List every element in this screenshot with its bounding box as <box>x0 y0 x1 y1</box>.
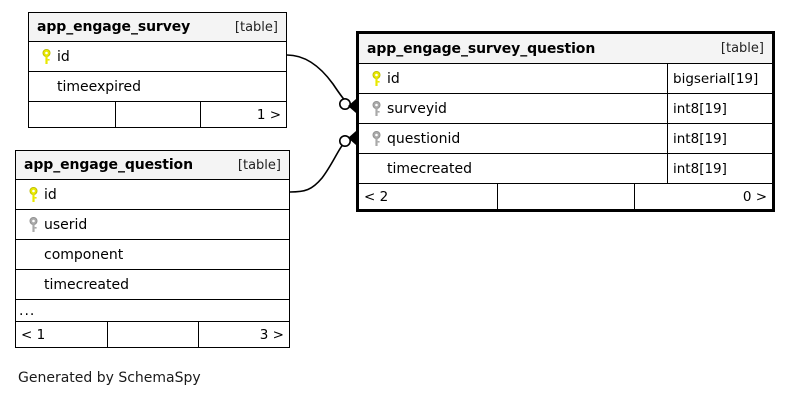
ellipsis-label: ... <box>19 302 36 319</box>
entity-footer: < 2 0 > <box>359 184 772 209</box>
relationship-survey-to-surveyid <box>286 54 358 113</box>
footer-middle <box>107 322 198 347</box>
key-icon-primary <box>22 186 44 203</box>
entity-header: app_engage_survey [table] <box>29 13 286 42</box>
column-row[interactable]: id <box>16 180 289 210</box>
column-name: questionid <box>387 130 461 147</box>
column-row[interactable]: id <box>29 42 286 72</box>
column-row[interactable]: timeexpired <box>29 72 286 102</box>
column-name-cell: timecreated <box>359 154 667 183</box>
entity-title: app_engage_survey_question <box>367 40 596 57</box>
footer-parent-count[interactable]: < 1 <box>21 326 46 343</box>
column-name: id <box>387 70 400 87</box>
footer-middle <box>496 184 635 209</box>
key-icon-foreign <box>365 100 387 117</box>
entity-footer: 1 > <box>29 102 286 127</box>
column-name: id <box>44 186 57 203</box>
column-type: int8[19] <box>667 124 772 153</box>
column-name-cell: timecreated <box>16 270 289 299</box>
column-name-cell: id <box>29 42 286 71</box>
column-name: timeexpired <box>57 78 142 95</box>
column-row[interactable]: timecreated int8[19] <box>359 154 772 184</box>
column-type: int8[19] <box>667 94 772 123</box>
column-name-cell: surveyid <box>359 94 667 123</box>
column-row[interactable]: surveyid int8[19] <box>359 94 772 124</box>
footer-child-count[interactable]: 1 > <box>200 102 286 127</box>
column-row[interactable]: questionid int8[19] <box>359 124 772 154</box>
column-type: int8[19] <box>667 154 772 183</box>
entity-header: app_engage_survey_question [table] <box>359 34 772 64</box>
footer-parent-count[interactable] <box>29 102 115 127</box>
entity-app-engage-question[interactable]: app_engage_question [table] id <box>15 150 290 348</box>
key-icon-primary <box>365 70 387 87</box>
column-name-cell: timeexpired <box>29 72 286 101</box>
footer-middle <box>114 102 201 127</box>
column-name-cell: userid <box>16 210 289 239</box>
column-name: timecreated <box>44 276 129 293</box>
entity-type-tag: [table] <box>237 157 281 173</box>
entity-header: app_engage_question [table] <box>16 151 289 180</box>
entity-app-engage-survey[interactable]: app_engage_survey [table] id timee <box>28 12 287 128</box>
relationship-question-to-questionid <box>289 131 358 193</box>
footer-parent-count[interactable]: < 2 <box>364 188 389 205</box>
entity-type-tag: [table] <box>234 19 278 35</box>
key-icon-foreign <box>365 130 387 147</box>
column-row[interactable]: userid <box>16 210 289 240</box>
column-name-cell: component <box>16 240 289 269</box>
column-row[interactable]: id bigserial[19] <box>359 64 772 94</box>
column-name-cell: id <box>359 64 667 93</box>
column-type: bigserial[19] <box>667 64 772 93</box>
entity-app-engage-survey-question[interactable]: app_engage_survey_question [table] id bi… <box>356 31 775 212</box>
column-name: id <box>57 48 70 65</box>
key-icon-primary <box>35 48 57 65</box>
entity-title: app_engage_survey <box>37 19 191 35</box>
column-row[interactable]: timecreated <box>16 270 289 300</box>
more-columns-row: ... <box>16 300 289 322</box>
column-name: surveyid <box>387 100 447 117</box>
generator-credit: Generated by SchemaSpy <box>18 370 201 386</box>
column-name: component <box>44 246 124 263</box>
key-icon-foreign <box>22 216 44 233</box>
column-name-cell: questionid <box>359 124 667 153</box>
entity-footer: < 1 3 > <box>16 322 289 347</box>
footer-child-count[interactable]: 3 > <box>198 322 289 347</box>
footer-child-count[interactable]: 0 > <box>634 184 772 209</box>
column-row[interactable]: component <box>16 240 289 270</box>
more-columns-cell: ... <box>16 300 289 321</box>
entity-type-tag: [table] <box>720 41 764 56</box>
column-name-cell: id <box>16 180 289 209</box>
column-name: timecreated <box>387 160 472 177</box>
column-name: userid <box>44 216 88 233</box>
entity-title: app_engage_question <box>24 157 193 173</box>
